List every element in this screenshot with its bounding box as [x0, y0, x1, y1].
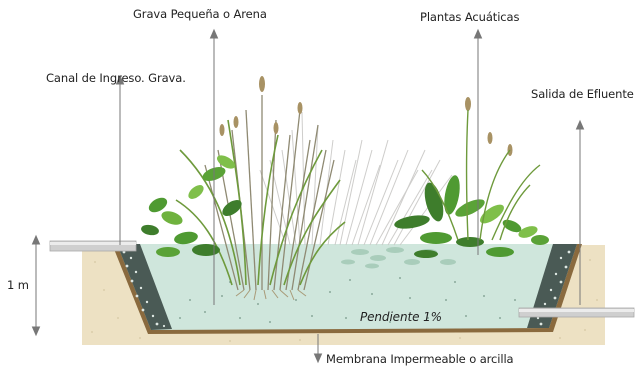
reed-seed-heads [220, 76, 513, 156]
label-slope: Pendiente 1% [360, 310, 442, 324]
label-inlet-channel: Canal de Ingreso. Grava. [46, 71, 186, 85]
label-gravel-small: Grava Pequeña o Arena [133, 7, 267, 21]
label-effluent-outlet: Salida de Efluente [531, 87, 634, 101]
label-aquatic-plants: Plantas Acuáticas [420, 10, 519, 24]
label-depth: 1 m [7, 278, 29, 292]
label-membrane: Membrana Impermeable o arcilla [326, 352, 513, 366]
water-body [117, 244, 577, 330]
left-broadleaf-plants [140, 153, 244, 257]
